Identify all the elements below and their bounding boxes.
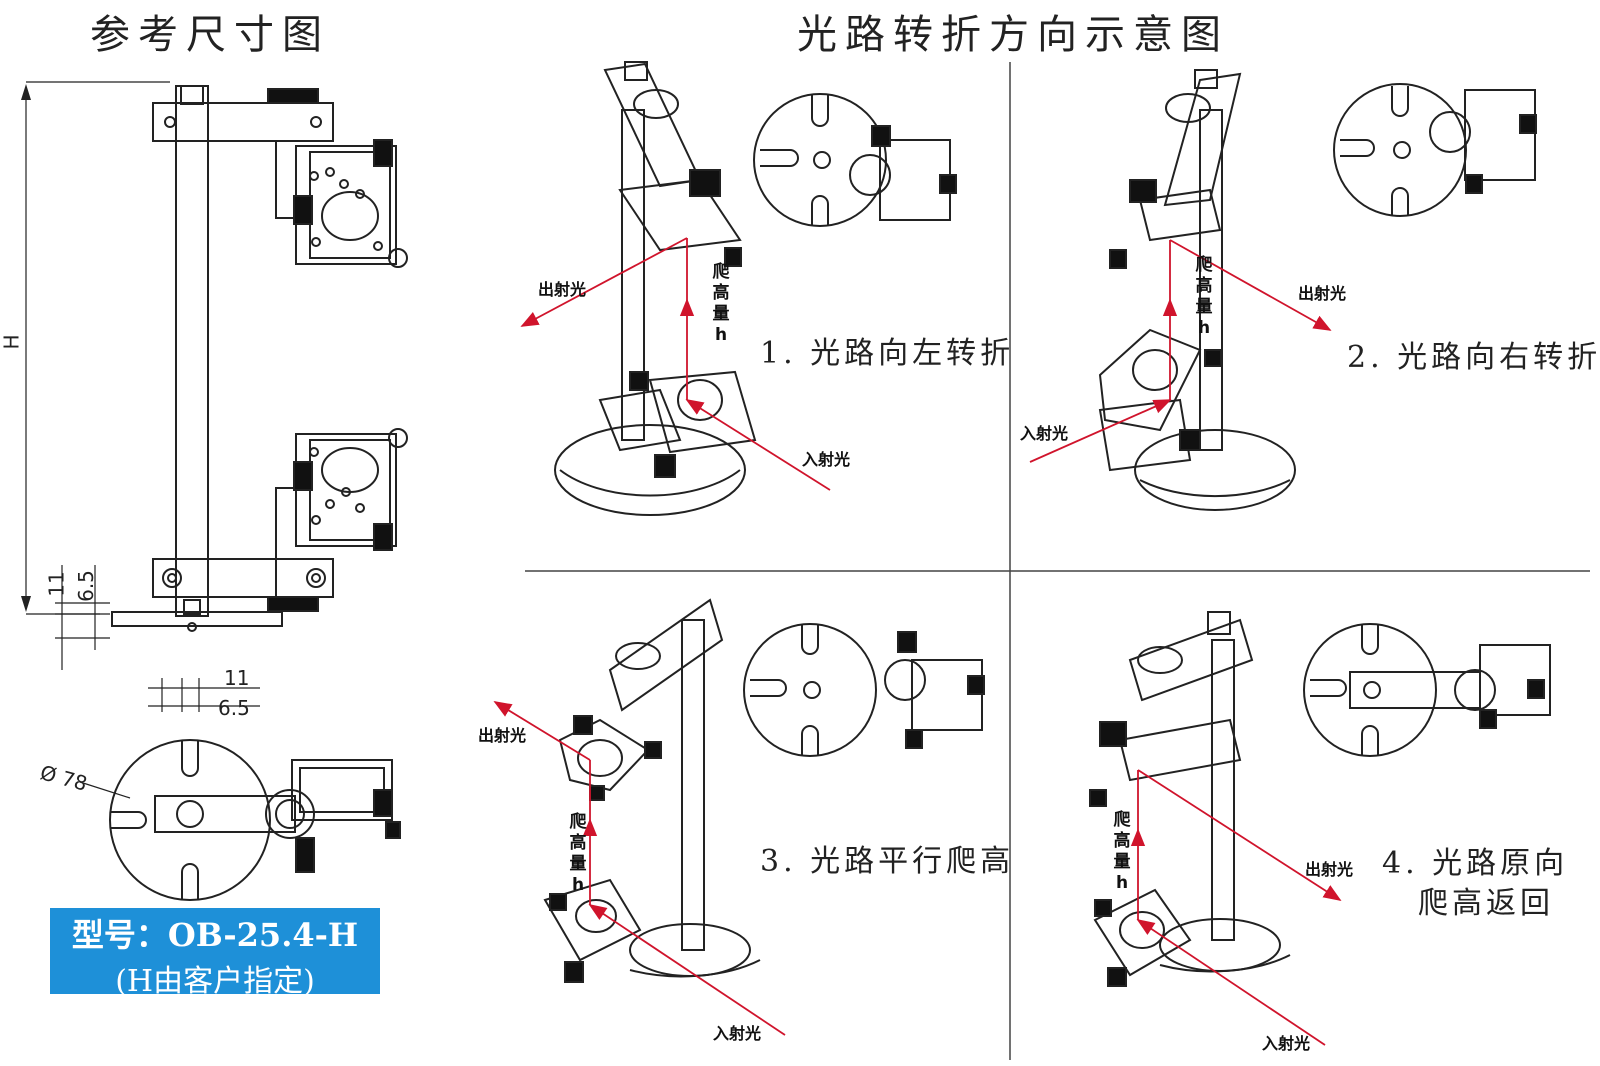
panel-2-beam bbox=[1029, 239, 1332, 463]
quadrant-dividers bbox=[525, 62, 1590, 1060]
reference-top-view bbox=[79, 678, 401, 901]
model-number-box: 型号：OB-25.4-H (H由客户指定) bbox=[50, 908, 380, 999]
dimension-6-5-side: 6.5 bbox=[73, 570, 98, 602]
panel-4-illustration bbox=[1089, 611, 1551, 987]
model-note: (H由客户指定) bbox=[115, 964, 315, 999]
panel-1-exit-label: 出射光 bbox=[538, 280, 587, 299]
panel-4-caption-line2: 爬高返回 bbox=[1418, 886, 1554, 921]
panel-4-caption-line1: 4. 光路原向 bbox=[1382, 846, 1569, 881]
reference-dimension-title: 参考尺寸图 bbox=[90, 12, 330, 58]
reference-side-view bbox=[21, 81, 408, 670]
height-dimension-label: H bbox=[0, 334, 24, 350]
panel-4-beam bbox=[1130, 769, 1342, 1046]
panel-1-entry-label: 入射光 bbox=[802, 450, 851, 469]
panel-1-beam bbox=[520, 237, 831, 491]
dimension-11-top: 11 bbox=[224, 666, 250, 690]
optical-path-diagram-title: 光路转折方向示意图 bbox=[797, 12, 1229, 58]
panel-3-exit-label: 出射光 bbox=[478, 726, 527, 745]
panel-3-beam bbox=[493, 701, 786, 1036]
dimension-6-5-top: 6.5 bbox=[218, 696, 250, 720]
dimension-11-side: 11 bbox=[44, 571, 69, 597]
panel-4-entry-label: 入射光 bbox=[1262, 1034, 1311, 1053]
panel-2-illustration bbox=[1098, 69, 1537, 511]
panel-2-exit-label: 出射光 bbox=[1298, 284, 1347, 303]
panel-2-entry-label: 入射光 bbox=[1020, 424, 1069, 443]
panel-3-caption: 3. 光路平行爬高 bbox=[760, 844, 1015, 879]
panel-3-illustration bbox=[543, 598, 985, 983]
panel-2-caption: 2. 光路向右转折 bbox=[1347, 340, 1600, 375]
panel-1-illustration bbox=[554, 61, 957, 516]
model-number: 型号：OB-25.4-H bbox=[71, 916, 359, 954]
panel-3-entry-label: 入射光 bbox=[713, 1024, 762, 1043]
panel-4-exit-label: 出射光 bbox=[1305, 860, 1354, 879]
panel-1-caption: 1. 光路向左转折 bbox=[760, 336, 1015, 371]
